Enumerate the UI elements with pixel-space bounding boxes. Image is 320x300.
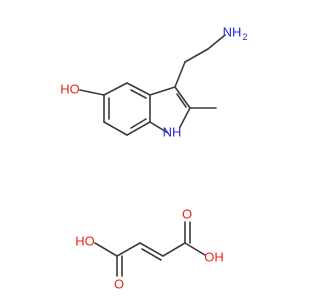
left-o-label: O <box>114 277 124 292</box>
right-oh-label: OH <box>204 250 224 265</box>
bond-pyrrole-c2-n1 <box>179 107 191 128</box>
bond-benzene-4 <box>103 121 128 136</box>
bond-benzene-1 <box>126 82 151 96</box>
bond-chain-1 <box>174 61 186 88</box>
chemical-structure-canvas: NH 2 HO NH HO O O OH <box>60 25 247 292</box>
amine-nh-text: NH <box>223 25 242 40</box>
molecule-fumaric-acid: HO O O OH <box>75 207 224 292</box>
bond-alkene-double <box>141 248 162 261</box>
indole-nh-label: NH <box>163 125 182 140</box>
bond-benzene-double-b <box>130 118 147 129</box>
bond-pyrrole-n1-c7a <box>149 121 169 134</box>
molecule-2-methylserotonin: NH 2 HO NH <box>60 25 247 140</box>
bond-ch-right-c <box>162 242 186 257</box>
bond-left-c-ch <box>116 242 141 257</box>
bond-alkene <box>139 242 164 257</box>
bond-pyrrole-c3-c2 <box>174 86 191 109</box>
amine-subscript-text: 2 <box>242 32 247 42</box>
hydroxyl-label: HO <box>60 82 80 97</box>
bond-chain-2 <box>184 48 209 63</box>
left-oh-label: HO <box>75 234 95 249</box>
bond-benzene-3 <box>126 121 151 136</box>
bond-chain-3 <box>207 34 226 50</box>
bond-pyrrole-c3-c2-double <box>176 93 187 108</box>
bond-benzene-double-a <box>130 89 147 99</box>
bond-benzene-6 <box>103 82 128 96</box>
bond-pyrrole-c3a-c3 <box>149 86 176 96</box>
bond-right-c-oh <box>184 242 206 256</box>
indole-n-text: NH <box>163 125 182 140</box>
bond-hydroxyl <box>79 89 105 96</box>
bond-left-c-oh <box>94 242 118 257</box>
amine-label: NH 2 <box>223 25 248 43</box>
right-o-label: O <box>182 207 192 222</box>
